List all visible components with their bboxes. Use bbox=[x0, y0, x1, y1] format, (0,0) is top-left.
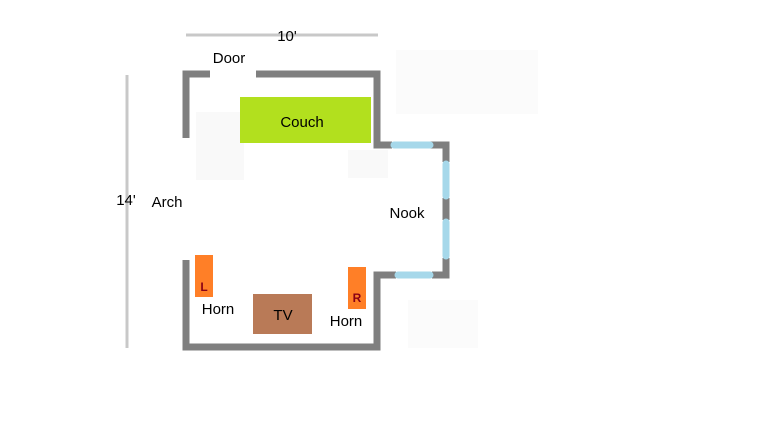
background-patch bbox=[396, 50, 538, 114]
door-label: Door bbox=[213, 50, 246, 67]
right-speaker bbox=[348, 267, 366, 309]
couch-label: Couch bbox=[280, 114, 323, 131]
length-label: 14' bbox=[116, 192, 136, 209]
tv-label: TV bbox=[273, 307, 292, 324]
wall-segment bbox=[432, 258, 450, 279]
room-walls bbox=[182, 70, 450, 351]
width-label: 10' bbox=[277, 28, 297, 45]
nook-label: Nook bbox=[389, 205, 425, 222]
right-horn-label: Horn bbox=[330, 313, 363, 330]
left-speaker-label: L bbox=[200, 280, 207, 294]
left-horn-label: Horn bbox=[202, 301, 235, 318]
background-patch bbox=[408, 300, 478, 348]
right-speaker-label: R bbox=[353, 291, 362, 305]
wall-segment bbox=[182, 70, 210, 138]
background-patch bbox=[196, 112, 244, 180]
couch bbox=[240, 97, 371, 143]
background-patch bbox=[348, 150, 388, 178]
left-speaker bbox=[195, 255, 213, 297]
tv bbox=[253, 294, 312, 334]
wall-segment bbox=[256, 70, 392, 149]
nook-windows bbox=[390, 141, 450, 279]
arch-label: Arch bbox=[152, 194, 183, 211]
wall-segment bbox=[182, 260, 396, 351]
wall-segment bbox=[430, 141, 450, 162]
